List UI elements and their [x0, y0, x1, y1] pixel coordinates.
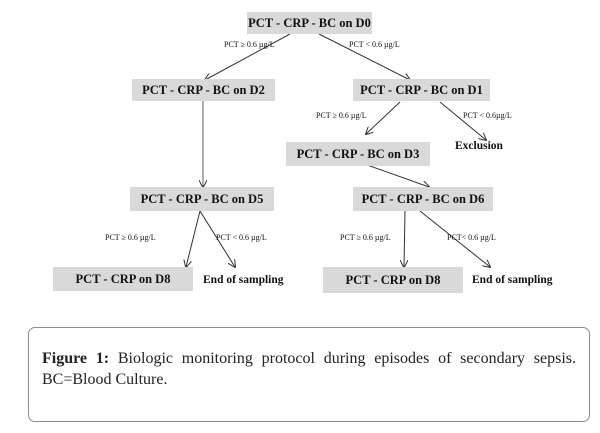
node-d1: PCT - CRP - BC on D1 — [353, 79, 490, 101]
label-d1-to-d3: PCT ≥ 0.6 µg/L — [316, 111, 367, 120]
caption-label: Figure 1: — [42, 350, 110, 367]
arrow-d1-to-exclusion — [439, 101, 486, 140]
outcome-end-right: End of sampling — [472, 274, 553, 286]
label-d6-to-d8: PCT ≥ 0.6 µg/L — [340, 233, 391, 242]
arrow-d5-to-end — [199, 210, 235, 267]
arrow-d6-to-end — [419, 210, 490, 267]
label-d0-to-d1: PCT < 0.6 µg/L — [349, 40, 400, 49]
outcome-end-left: End of sampling — [203, 274, 284, 286]
label-d6-to-end: PCT< 0.6 µg/L — [447, 233, 496, 242]
node-d8-right: PCT - CRP on D8 — [323, 267, 463, 293]
figure-caption: Figure 1: Biologic monitoring protocol d… — [28, 327, 590, 422]
node-d6: PCT - CRP - BC on D6 — [353, 187, 493, 211]
label-d5-to-d8: PCT ≥ 0.6 µg/L — [105, 233, 156, 242]
caption-text: Biologic monitoring protocol during epis… — [42, 350, 577, 388]
node-d5: PCT - CRP - BC on D5 — [130, 187, 274, 211]
label-d0-to-d2: PCT ≥ 0.6 µg/L — [224, 40, 275, 49]
arrow-d5-to-d8 — [186, 210, 201, 267]
label-d1-to-exclusion: PCT < 0.6µg/L — [463, 111, 512, 120]
outcome-exclusion: Exclusion — [455, 140, 503, 152]
arrow-d0-to-d1 — [318, 33, 410, 80]
node-d0: PCT - CRP - BC on D0 — [247, 12, 372, 34]
label-d5-to-end: PCT < 0.6 µg/L — [216, 233, 267, 242]
arrow-d0-to-d2 — [205, 33, 291, 80]
node-d3: PCT - CRP - BC on D3 — [286, 142, 430, 166]
node-d8-left: PCT - CRP on D8 — [53, 267, 193, 291]
arrow-d6-to-d8 — [404, 210, 405, 267]
node-d2: PCT - CRP - BC on D2 — [132, 79, 275, 101]
arrow-d1-to-d3 — [366, 101, 401, 134]
